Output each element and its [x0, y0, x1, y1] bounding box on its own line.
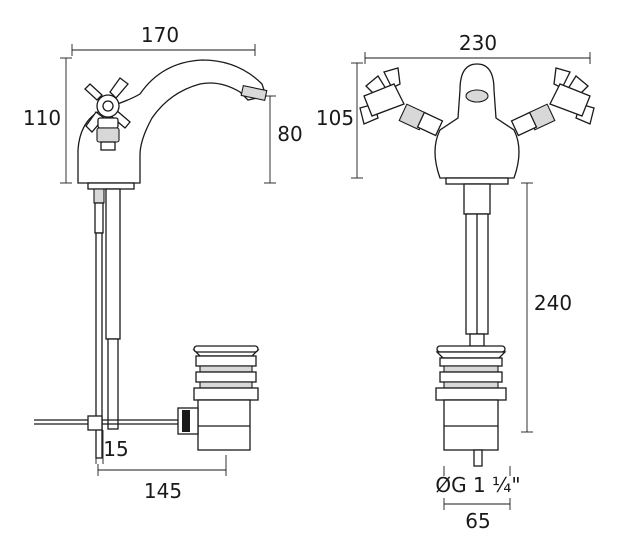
front-width-dimension: 230 — [364, 31, 591, 64]
front-width-label: 230 — [459, 31, 497, 55]
side-spout-height-label: 80 — [277, 122, 302, 146]
side-reach-label: 145 — [144, 479, 182, 503]
side-pin-label: 15 — [103, 437, 128, 461]
front-waste-width-label: 65 — [465, 509, 490, 533]
side-base-collar — [87, 182, 135, 190]
front-tail-dimension: 240 — [521, 182, 572, 433]
front-waste — [435, 345, 507, 467]
side-spout-height-dimension: 80 — [264, 95, 303, 184]
side-tails — [93, 188, 121, 459]
side-width-dimension: 170 — [71, 23, 256, 56]
front-spout-outlet — [465, 89, 489, 103]
side-popup-rod — [34, 415, 180, 431]
side-pin-dimension: 15 — [95, 430, 129, 464]
side-height-dimension: 110 — [23, 57, 72, 184]
side-reach-dimension: 145 — [97, 455, 227, 503]
front-waste-thread-label: ØG 1 ¼" — [435, 473, 520, 497]
front-tap-body — [434, 63, 520, 179]
side-spout-outlet — [240, 84, 268, 102]
front-right-handle — [510, 67, 595, 137]
front-view: 230 105 240 — [316, 31, 595, 533]
front-height-dimension: 105 — [316, 62, 363, 179]
side-cross-handle — [84, 77, 131, 133]
front-left-handle — [359, 67, 444, 137]
side-handle-spindle — [96, 117, 120, 151]
front-tails — [463, 183, 491, 347]
side-width-label: 170 — [141, 23, 179, 47]
front-waste-width-dimension: 65 — [443, 466, 511, 533]
side-waste — [177, 345, 260, 451]
front-height-label: 105 — [316, 106, 354, 130]
side-height-label: 110 — [23, 106, 61, 130]
front-base-collar — [445, 177, 509, 185]
front-tail-label: 240 — [534, 291, 572, 315]
side-view: 170 110 80 — [23, 23, 303, 503]
